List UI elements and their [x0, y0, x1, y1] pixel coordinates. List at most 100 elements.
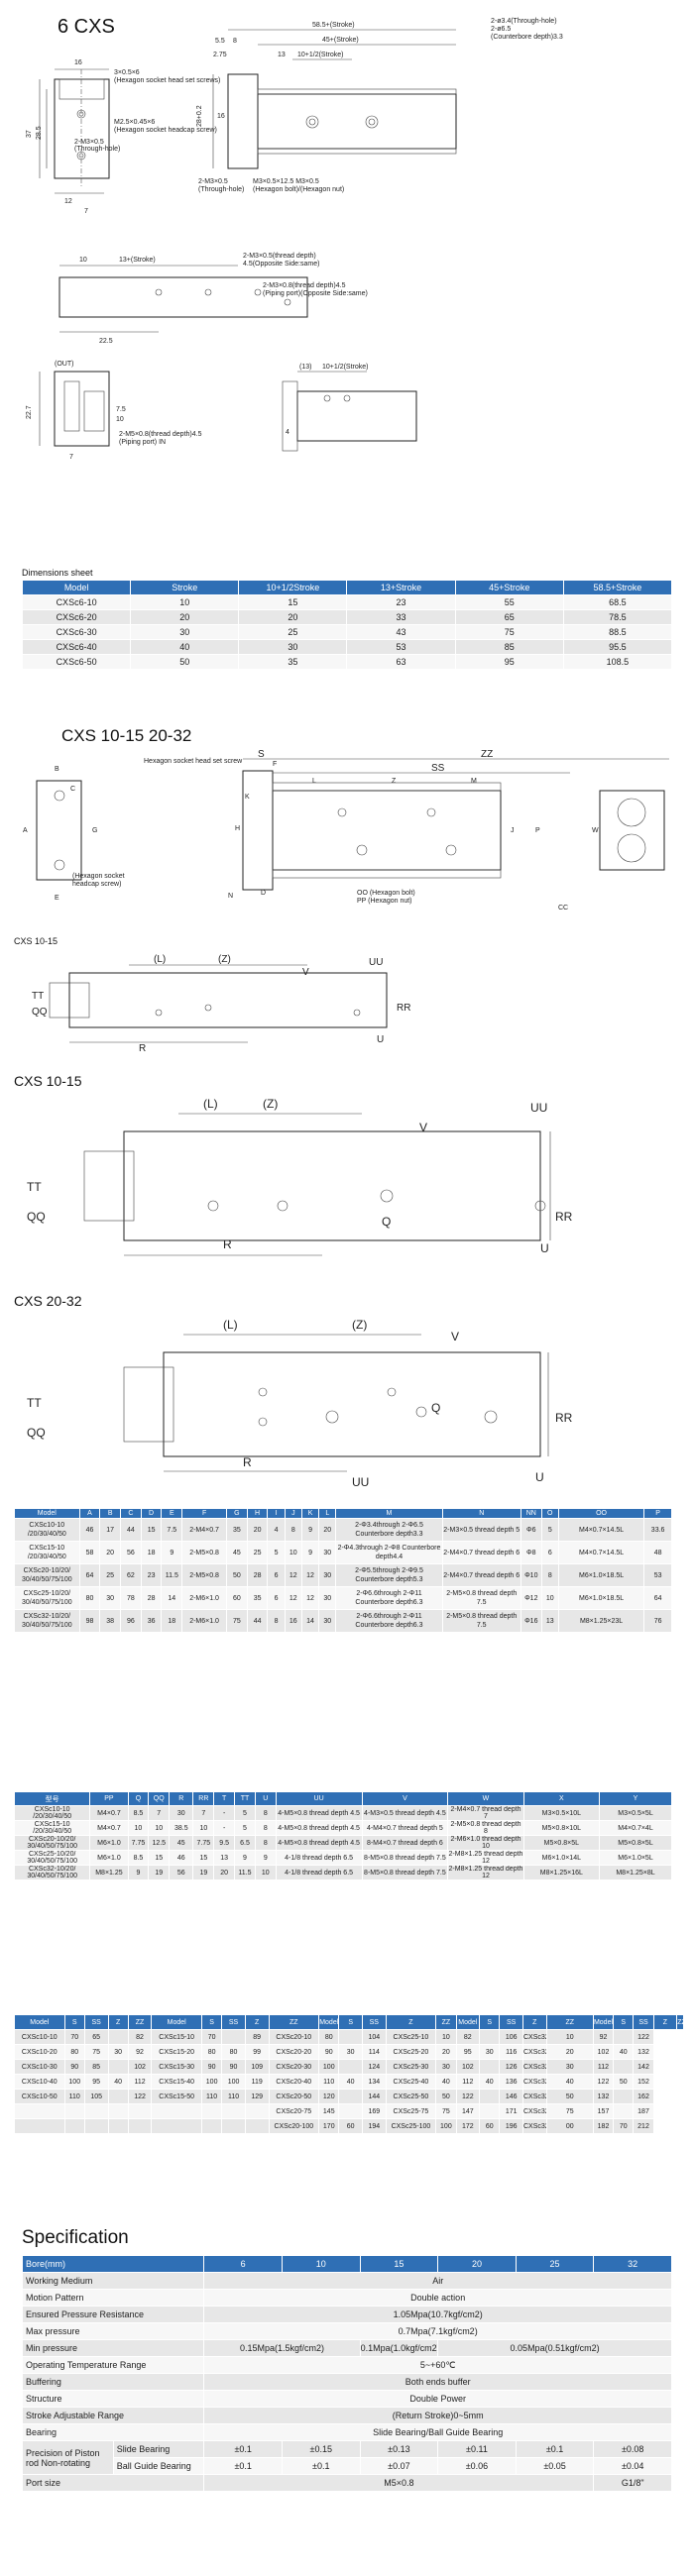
table-header: S [63, 2014, 85, 2030]
table-cell: 20 [238, 609, 348, 625]
table-cell: 9 [300, 1518, 320, 1542]
table-cell: 114 [362, 2044, 387, 2060]
table-cell: 120 [318, 2089, 340, 2104]
dim-75: 7.5 [116, 406, 126, 413]
top-note1b: (Hexagon socket head set screws) [114, 77, 220, 84]
table-cell: 33.6 [643, 1518, 672, 1542]
table-header: Model [14, 1508, 80, 1519]
table-cell: 20 [99, 1541, 122, 1564]
table-cell: 80 [200, 2044, 223, 2060]
table-cell: 2-Φ3.4through 2-Φ6.5 Counterbore depth3.… [335, 1518, 443, 1542]
top-note1: 3×0.5×6 [114, 69, 140, 76]
m3-note-b: (Through-hole) [74, 146, 120, 153]
table-header: K [300, 1508, 320, 1519]
table-cell: 33 [346, 609, 456, 625]
table-cell: 35 [238, 654, 348, 670]
table-cell: 70 [200, 2029, 223, 2045]
spec-label: Ensured Pressure Resistance [21, 2306, 205, 2323]
table-cell: 2-M6×1.0 [181, 1586, 228, 1610]
table-cell: 60 [479, 2118, 501, 2134]
table-cell: 75 [454, 624, 564, 640]
dim-28s: 28+0.2 [196, 105, 203, 127]
table-cell: 90 [221, 2059, 246, 2075]
table-cell: 12 [300, 1586, 320, 1610]
table-cell: 109 [244, 2059, 270, 2075]
table-cell: 8.5 [127, 1805, 150, 1821]
table-cell: 19 [192, 1865, 215, 1880]
table-cell: 5 [234, 1805, 256, 1821]
dim-12: 12 [64, 198, 72, 205]
table-cell: 110 [221, 2089, 246, 2104]
table-cell: 196 [499, 2118, 523, 2134]
table-cell: M4×0.7×4L [599, 1820, 672, 1836]
table-cell: 2-M5×0.8 thread depth 7.5 [441, 1609, 521, 1633]
table-cell [479, 2089, 501, 2104]
table-cell: 105 [83, 2089, 109, 2104]
table-cell: CXSc32-100? 71 [522, 2118, 547, 2134]
drawing-6cxs-top: 10 13+(Stroke) 22.5 2-M3×0.5(thread dept… [58, 253, 368, 345]
table-cell: 112 [592, 2059, 615, 2075]
table-cell: 88.5 [562, 624, 673, 640]
spec-value: ±0.15 [281, 2440, 361, 2458]
table-cell: 10 [545, 2029, 594, 2045]
table-header: Model [14, 2014, 65, 2030]
table-cell: CXSc25-75 [385, 2103, 437, 2119]
table-header: T [213, 1791, 236, 1806]
dim-10halfb: 10+1/2(Stroke) [322, 364, 369, 371]
table-cell: 78.5 [562, 609, 673, 625]
spec-value: Both ends buffer [203, 2373, 672, 2391]
table-cell: - [213, 1820, 236, 1836]
table-cell: 20 [213, 1865, 236, 1880]
side-m3b: (Through-hole) [198, 186, 244, 193]
table-cell: 100 [200, 2074, 223, 2090]
table-cell: 60 [338, 2118, 363, 2134]
lbl-QQ: QQ [27, 1426, 46, 1440]
lbl-D: D [261, 890, 266, 897]
table-cell: Φ8 [520, 1541, 542, 1564]
table-cell: CXSc15-10 [151, 2029, 202, 2045]
table-header: 型号 [13, 1791, 91, 1806]
lbl-TT: TT [27, 1180, 42, 1194]
table-cell [221, 2118, 246, 2134]
table-cell: 85 [83, 2059, 109, 2075]
table-cell: CXSc10-10 [14, 2029, 65, 2045]
table-cell [107, 2103, 129, 2119]
table-cell: 90 [63, 2059, 85, 2075]
m25-note: M2.5×0.45×6 [114, 119, 155, 126]
side-note1: 2-ø3.4(Through-hole) [491, 18, 557, 25]
drawing-6cxs-front: 16 37 28.5 12 7 M2.5×0.45×6 (Hexagon soc… [26, 59, 217, 215]
drawing-6cxs-side: 58.5+(Stroke) 45+(Stroke) 10+1/2(Stroke)… [114, 18, 563, 193]
table-cell: 9 [161, 1541, 183, 1564]
table-cell: 95 [455, 2044, 481, 2060]
lbl-Z: (Z) [218, 954, 231, 965]
lbl-Z: Z [392, 778, 397, 785]
table-cell: 7 [148, 1805, 171, 1821]
table-cell: 2-M5×0.8 [181, 1563, 228, 1587]
table-cell: Φ10 [520, 1563, 542, 1587]
table-cell: 13 [213, 1850, 236, 1866]
lbl-A: A [23, 827, 28, 834]
table-cell: 5 [267, 1541, 286, 1564]
table-header: 58.5+Stroke [562, 580, 673, 595]
dim-16: 16 [74, 59, 82, 66]
caption-cxs1015: CXS 10-15 [14, 1073, 82, 1089]
table-header: TT [234, 1791, 256, 1806]
table-cell: 43 [346, 624, 456, 640]
table-cell: 2-Φ6.6through 2-Φ11 Counterbore depth6.3 [335, 1609, 443, 1633]
lbl-R: R [243, 1455, 252, 1469]
top-note1: 2-M3×0.5(thread depth) [243, 253, 316, 260]
table-cell: 50 [545, 2089, 594, 2104]
table-cell: 10 [192, 1820, 215, 1836]
table-cell: 95 [83, 2074, 109, 2090]
drawing-cxs-assembly: S ZZ SS L Z M B H G W F A E N D K C J P … [23, 749, 669, 912]
table-cell: 126 [499, 2059, 523, 2075]
table-cell: 2-Φ5.5through 2-Φ9.5 Counterbore depth5.… [335, 1563, 443, 1587]
table-cell: M8×1.25×8L [599, 1865, 672, 1880]
